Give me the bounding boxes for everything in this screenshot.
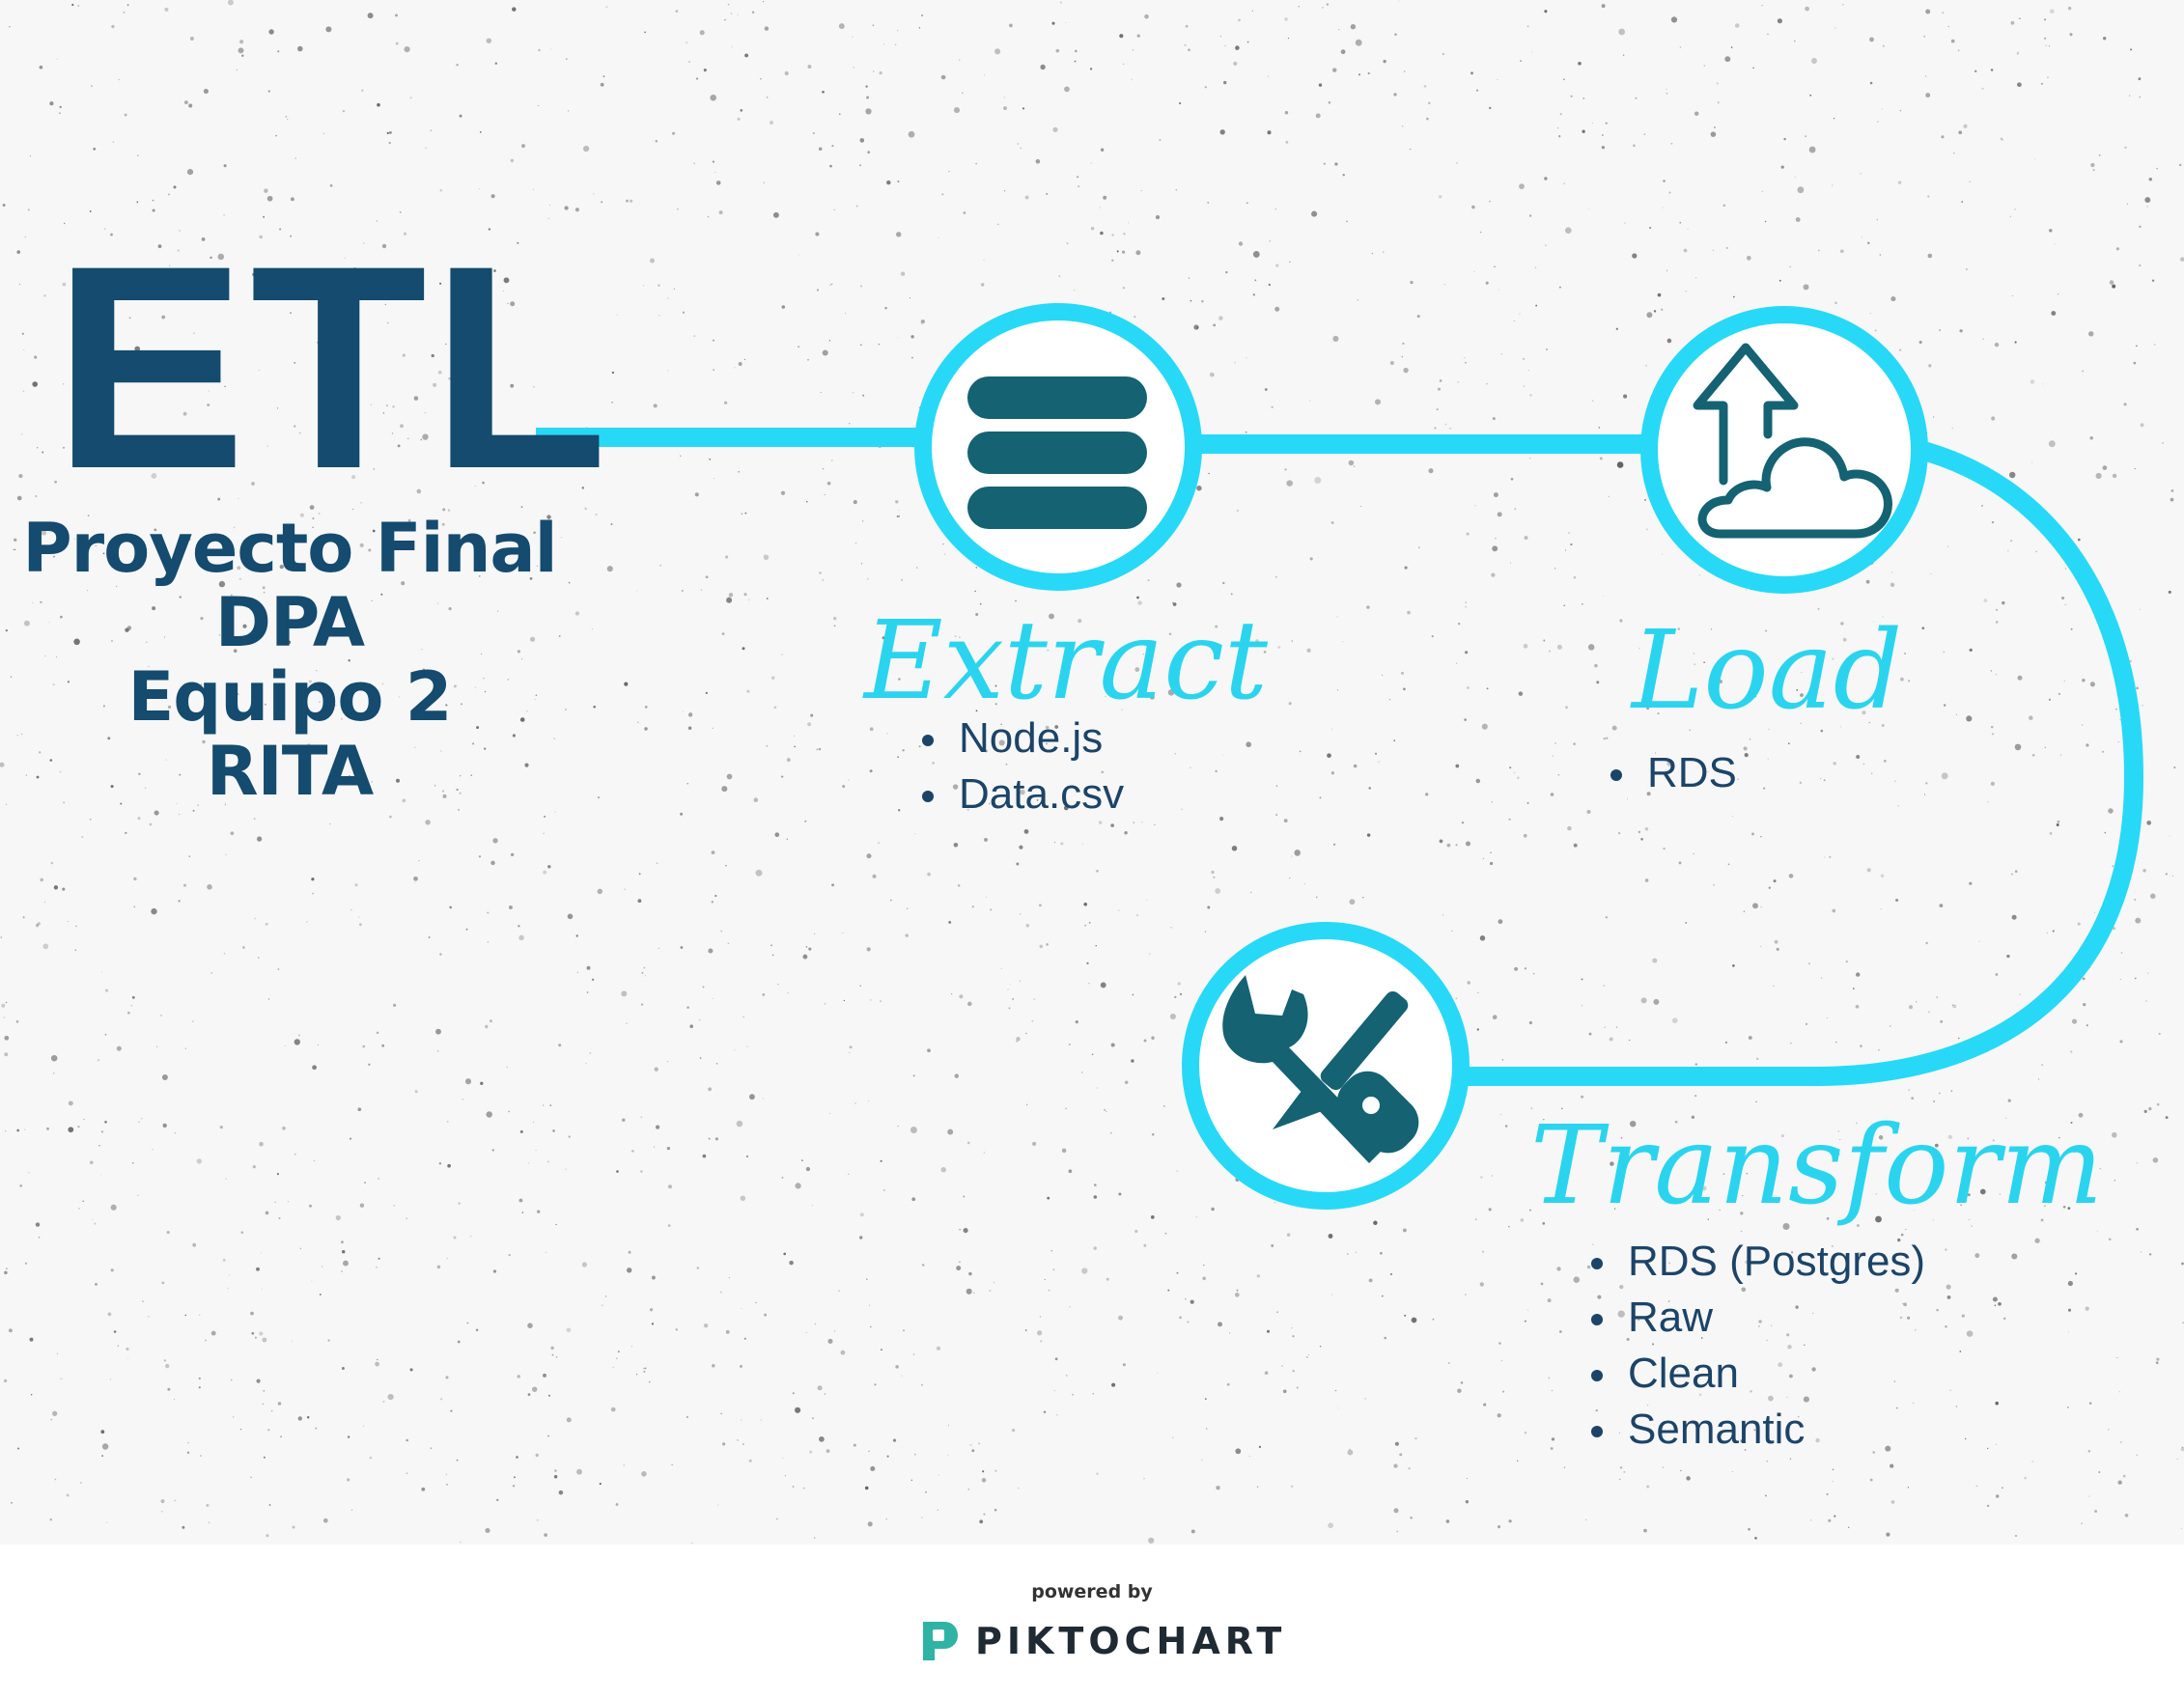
database-icon: [967, 376, 1147, 529]
subtitle-team: Equipo 2: [127, 657, 452, 737]
load-label: Load: [1632, 608, 1903, 734]
extract-label: Extract: [864, 599, 1268, 724]
page-title: ETL: [53, 205, 612, 529]
list-item: Raw: [1583, 1290, 1925, 1346]
subtitle-project: Proyecto Final: [22, 509, 557, 588]
brand-logo[interactable]: PIKTOCHART: [917, 1612, 1286, 1670]
connector-load-transform: [1458, 439, 2144, 1086]
load-items: RDS: [1603, 745, 1737, 801]
list-item: Node.js: [914, 710, 1124, 766]
list-item: Data.csv: [914, 766, 1124, 822]
transform-items: RDS (Postgres) Raw Clean Semantic: [1583, 1234, 1925, 1458]
list-item: RDS (Postgres): [1583, 1234, 1925, 1290]
transform-node: [1182, 922, 1470, 1210]
powered-by-text: powered by: [1031, 1581, 1153, 1602]
subtitle-dataset: RITA: [206, 732, 374, 811]
extract-items: Node.js Data.csv: [914, 710, 1124, 822]
title-block: ETL Proyecto Final DPA Equipo 2 RITA: [0, 205, 612, 811]
piktochart-logo-icon: [923, 1622, 958, 1660]
list-item: Clean: [1583, 1346, 1925, 1402]
subtitle-course: DPA: [214, 583, 365, 662]
extract-node: [914, 303, 1202, 591]
flow-diagram: [0, 0, 2184, 1544]
cloud-upload-icon: [1693, 343, 1892, 539]
list-item: RDS: [1603, 745, 1737, 801]
brand-name: PIKTOCHART: [975, 1620, 1287, 1662]
infographic-canvas: ETL Proyecto Final DPA Equipo 2 RITA Ext…: [0, 0, 2184, 1545]
list-item: Semantic: [1583, 1402, 1925, 1458]
transform-label: Transform: [1530, 1103, 2104, 1229]
footer: powered by PIKTOCHART: [0, 1545, 2184, 1699]
background-speckles: [0, 0, 2184, 1544]
load-node: [1640, 306, 1928, 594]
wrench-screwdriver-icon: [1222, 975, 1419, 1163]
